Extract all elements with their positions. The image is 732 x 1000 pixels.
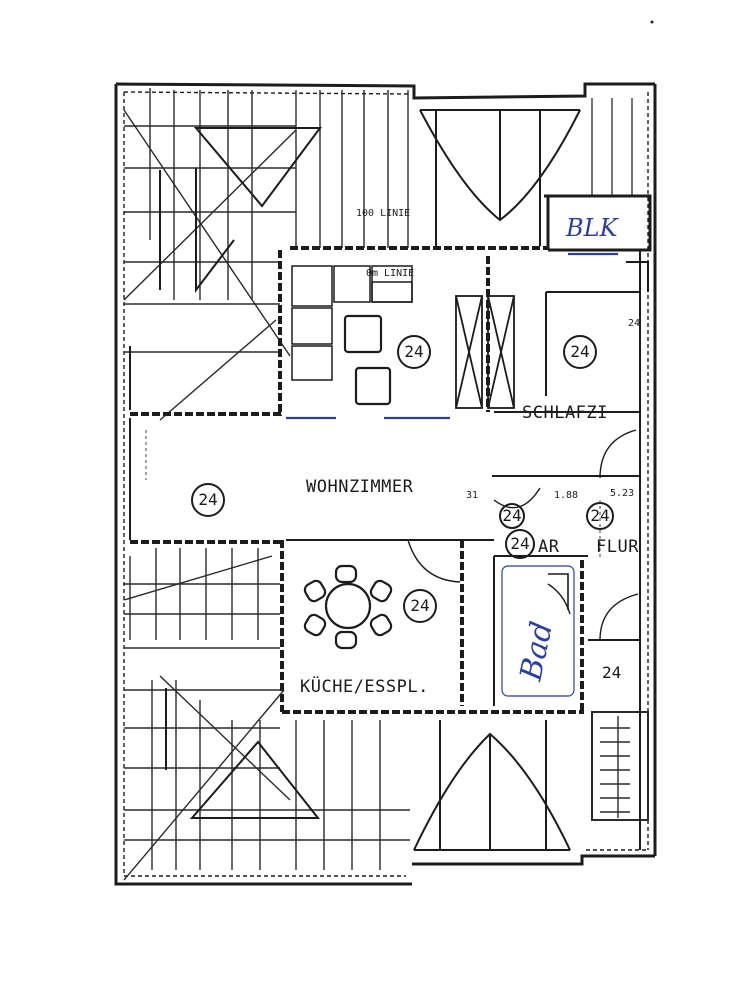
- rafters-top-left: [123, 88, 409, 421]
- room-label-schlafzimmer: SCHLAFZI: [522, 403, 608, 423]
- dimension-2: 1.88: [554, 490, 578, 501]
- dining-set: [303, 564, 393, 650]
- dimension-3: 5.23: [610, 488, 634, 499]
- wardrobe: [455, 295, 515, 409]
- room-label-abstell: AR: [538, 537, 560, 557]
- value-circle: [403, 589, 437, 623]
- line-label-top: 100 LINIE: [356, 208, 410, 219]
- room-label-flur: FLUR: [596, 537, 639, 557]
- circled-value: 24: [198, 490, 217, 509]
- line-label-mid: 0m LINIE: [366, 268, 414, 279]
- rafters-bottom-left: [123, 548, 410, 881]
- sofa: [291, 265, 413, 381]
- value-circle: [191, 483, 225, 517]
- handwritten-bad: Bad: [513, 619, 560, 685]
- room-label-wohnzimmer: WOHNZIMMER: [306, 477, 414, 497]
- circled-value: 24: [590, 506, 609, 525]
- handwritten-balkon: BLK: [565, 214, 620, 242]
- value-circle: [563, 335, 597, 369]
- circled-value: 24: [502, 506, 521, 525]
- value-circle: [505, 529, 535, 559]
- circled-value: 24: [510, 534, 529, 553]
- stair-bottom-right: [591, 711, 649, 821]
- dormer-bottom: [413, 720, 571, 851]
- circled-value: 24: [404, 342, 423, 361]
- plain-value: 24: [602, 663, 621, 682]
- rafters-top-right: [591, 98, 633, 196]
- speck: [650, 20, 654, 24]
- value-circle: [586, 502, 614, 530]
- tables: [343, 314, 392, 406]
- value-circle: [499, 503, 525, 529]
- interior-thin-walls: [129, 250, 649, 850]
- circled-value: 24: [570, 342, 589, 361]
- pen-marks: [286, 252, 618, 420]
- outer-walls: [114, 82, 657, 886]
- dormer-top: [419, 109, 581, 246]
- dimension-1: 31: [466, 490, 478, 501]
- circled-values: 24 24 24 24 24 24 24: [191, 335, 614, 623]
- room-label-kueche: KÜCHE/ESSPL.: [300, 675, 429, 697]
- stair-top-left: [129, 127, 322, 410]
- bath-fixtures: [501, 565, 575, 697]
- value-circle: [397, 335, 431, 369]
- circled-value: 24: [410, 596, 429, 615]
- balcony-frame: [544, 194, 652, 252]
- stair-bottom-left: [165, 688, 321, 819]
- edge-value: 24: [628, 318, 640, 329]
